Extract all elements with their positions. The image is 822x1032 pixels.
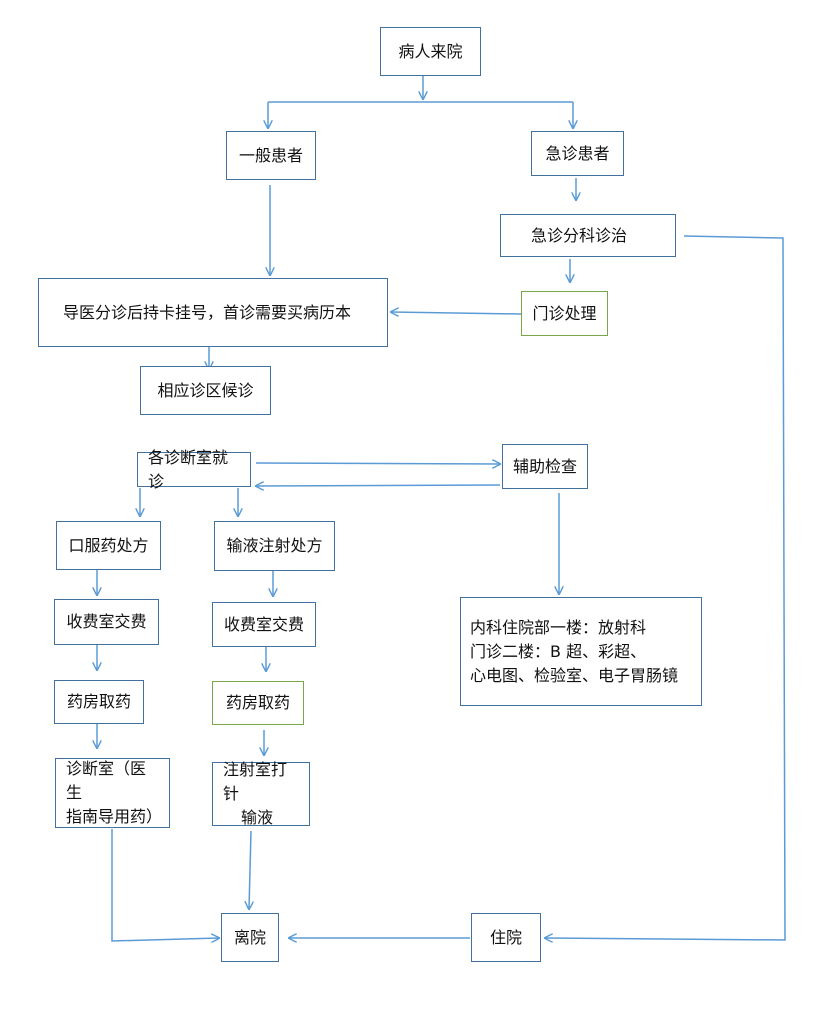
injection-line-2: 输液 xyxy=(241,808,274,827)
node-arrive-label: 病人来院 xyxy=(398,41,463,61)
arrow-outpatient-registration xyxy=(391,312,522,314)
node-pay-right: 收费室交费 xyxy=(212,602,316,647)
node-aux-exam-label: 辅助检查 xyxy=(513,456,578,476)
node-outpatient: 门诊处理 xyxy=(521,291,608,336)
node-hospitalize-label: 住院 xyxy=(489,927,522,947)
node-general: 一般患者 xyxy=(226,131,316,180)
node-aux-exam: 辅助检查 xyxy=(502,444,588,489)
node-waiting: 相应诊区候诊 xyxy=(140,366,271,415)
node-consult-label: 各诊断室就诊 xyxy=(148,447,229,491)
node-general-label: 一般患者 xyxy=(238,145,303,165)
node-injection: 注射室打针 输液 xyxy=(212,760,310,827)
arrow-triage-hospitalize xyxy=(545,235,786,940)
node-arrive: 病人来院 xyxy=(380,27,481,76)
node-pay-left-label: 收费室交费 xyxy=(66,612,147,631)
aux-detail-line-3: 心电图、检验室、电子胃肠镜 xyxy=(470,665,679,685)
node-pharmacy-right: 药房取药 xyxy=(212,681,304,725)
node-emergency-label: 急诊患者 xyxy=(545,143,610,163)
node-pay-left: 收费室交费 xyxy=(54,599,159,645)
clinic-guide-line-2: 指南导用药） xyxy=(66,807,163,826)
node-registration: 导医分诊后持卡挂号，首诊需要买病历本 xyxy=(38,278,388,347)
node-registration-label: 导医分诊后持卡挂号，首诊需要买病历本 xyxy=(63,302,352,322)
node-pay-right-label: 收费室交费 xyxy=(223,614,304,634)
node-waiting-label: 相应诊区候诊 xyxy=(157,380,254,400)
node-clinic-guide: 诊断室（医生 指南导用药） xyxy=(55,758,170,828)
node-outpatient-label: 门诊处理 xyxy=(532,303,597,323)
arrow-consult-aux xyxy=(255,463,500,464)
node-hospitalize: 住院 xyxy=(471,913,541,962)
node-infusion-rx: 输液注射处方 xyxy=(214,521,335,571)
clinic-guide-line-1: 诊断室（医生 xyxy=(66,759,147,802)
node-leave: 离院 xyxy=(221,913,279,962)
injection-line-1: 注射室打针 xyxy=(223,760,288,803)
arrow-guide-leave xyxy=(111,829,219,941)
node-emergency-triage: 急诊分科诊治 xyxy=(500,214,676,257)
node-emergency-triage-label: 急诊分科诊治 xyxy=(531,225,628,245)
node-infusion-rx-label: 输液注射处方 xyxy=(226,536,323,555)
aux-detail-line-1: 内科住院部一楼：放射科 xyxy=(470,617,647,637)
node-emergency: 急诊患者 xyxy=(531,131,624,176)
arrow-injection-leave xyxy=(249,830,251,909)
node-oral-rx-label: 口服药处方 xyxy=(68,535,149,555)
node-pharmacy-right-label: 药房取药 xyxy=(225,693,290,712)
aux-detail-line-2: 门诊二楼：B 超、彩超、 xyxy=(470,641,647,661)
node-leave-label: 离院 xyxy=(233,927,266,947)
arrow-aux-consult xyxy=(256,485,501,486)
node-aux-detail: 内科住院部一楼：放射科 门诊二楼：B 超、彩超、 心电图、检验室、电子胃肠镜 xyxy=(460,597,702,706)
node-pharmacy-left: 药房取药 xyxy=(54,680,144,724)
node-oral-rx: 口服药处方 xyxy=(56,521,161,570)
node-consult: 各诊断室就诊 xyxy=(137,448,251,491)
node-pharmacy-left-label: 药房取药 xyxy=(66,692,131,711)
